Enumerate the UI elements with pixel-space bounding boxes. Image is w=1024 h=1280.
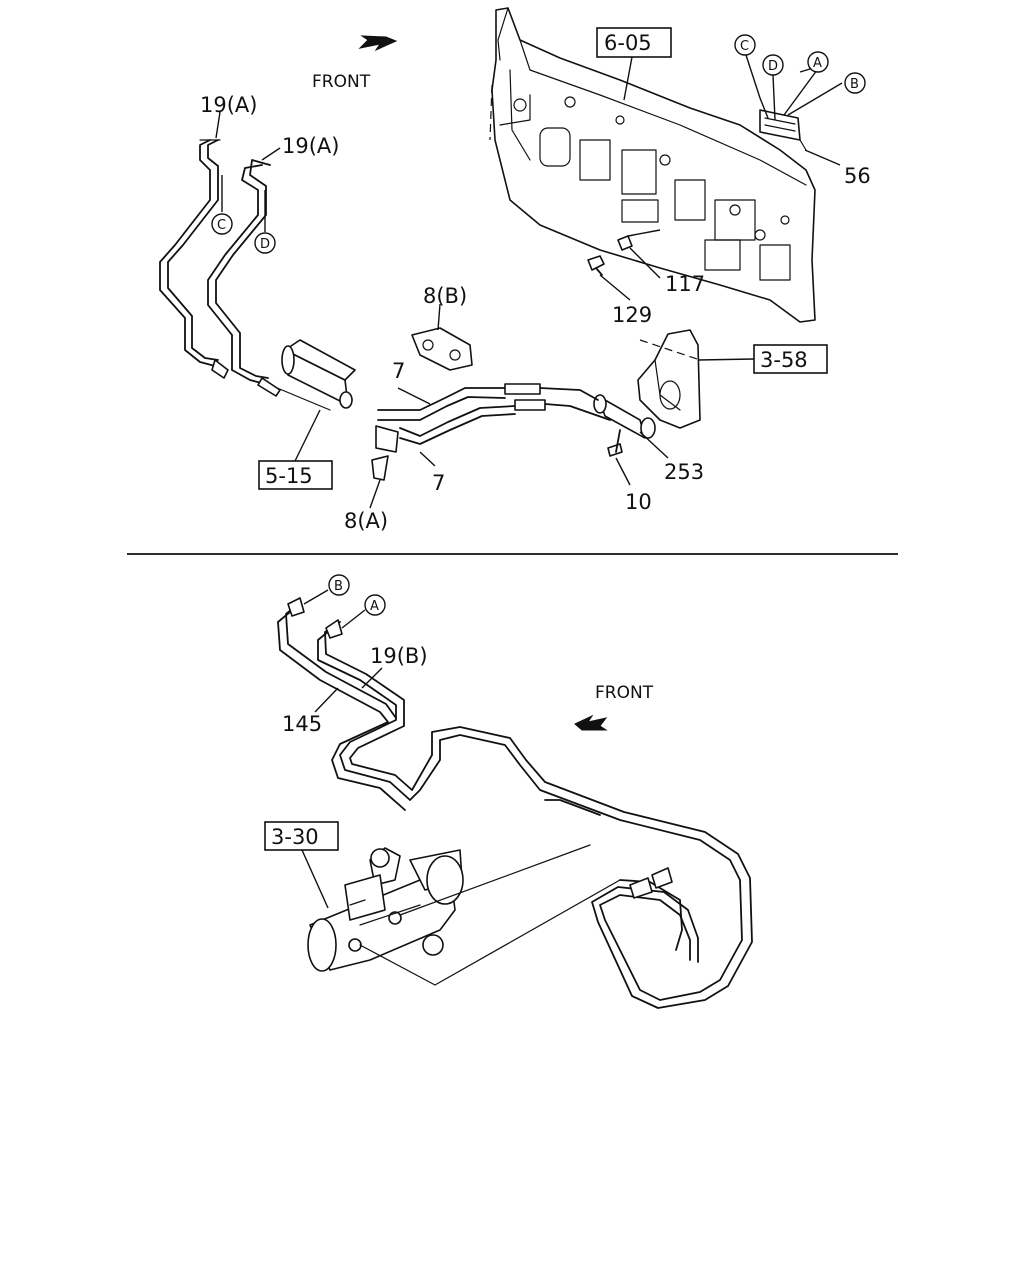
connector-c-left: C [211, 213, 233, 235]
front-label-bottom: FRONT [595, 683, 654, 703]
connector-b-bottom: B [328, 574, 350, 596]
clip-8b [411, 327, 473, 371]
front-arrow-top-icon [358, 35, 398, 52]
hose-7-lower [399, 399, 611, 445]
callout-253: 253 [664, 460, 704, 484]
front-arrow-bottom-icon [574, 714, 608, 731]
bolt-129 [587, 255, 605, 276]
callout-8a: 8(A) [344, 509, 388, 533]
bolt-10 [607, 429, 623, 457]
pipe-19a-left [159, 139, 229, 379]
callout-145: 145 [282, 712, 322, 736]
callout-129: 129 [612, 303, 652, 327]
block-5-15 [269, 339, 356, 411]
ref-bracket-text: 3-58 [760, 348, 808, 372]
nut-117 [617, 235, 633, 251]
ref-box-panel [596, 27, 672, 58]
callout-19a-left: 19(A) [200, 93, 257, 117]
callout-8b: 8(B) [423, 284, 467, 308]
connector-b-top: B [844, 72, 866, 94]
callout-19b: 19(B) [370, 644, 428, 668]
svg-text:B: B [850, 77, 859, 92]
ref-box-block [258, 460, 333, 490]
svg-text:A: A [813, 56, 822, 71]
ref-block-text: 5-15 [265, 464, 313, 488]
clip-8a [371, 425, 399, 481]
ref-box-master [264, 821, 339, 851]
svg-text:B: B [334, 579, 343, 594]
master-cylinder [307, 847, 464, 972]
pipe-19a-right [207, 159, 281, 397]
callout-7-lower: 7 [432, 471, 445, 495]
callout-117: 117 [665, 272, 705, 296]
connector-a-bottom: A [364, 594, 386, 616]
callout-19a-right: 19(A) [282, 134, 339, 158]
callout-10: 10 [625, 490, 652, 514]
pipe-145 [277, 603, 683, 951]
connector-d-top: D [762, 54, 784, 76]
svg-text:D: D [260, 237, 270, 252]
front-label-top: FRONT [312, 72, 371, 92]
bracket-3-58 [637, 329, 701, 429]
connector-a-top: A [807, 51, 829, 73]
pipe-19b [317, 621, 753, 1009]
callout-56: 56 [844, 164, 871, 188]
ref-master-text: 3-30 [271, 825, 319, 849]
callout-7-upper: 7 [392, 359, 405, 383]
svg-text:C: C [740, 39, 749, 54]
dash-panel [489, 7, 816, 323]
ref-box-bracket [753, 344, 828, 374]
ref-panel-text: 6-05 [604, 31, 652, 55]
svg-text:C: C [217, 218, 226, 233]
hose-7-upper [377, 383, 599, 421]
svg-text:A: A [370, 599, 379, 614]
connector-c-top: C [734, 34, 756, 56]
svg-text:D: D [768, 59, 778, 74]
connector-d-left: D [254, 232, 276, 254]
connector-block-56 [759, 109, 807, 151]
